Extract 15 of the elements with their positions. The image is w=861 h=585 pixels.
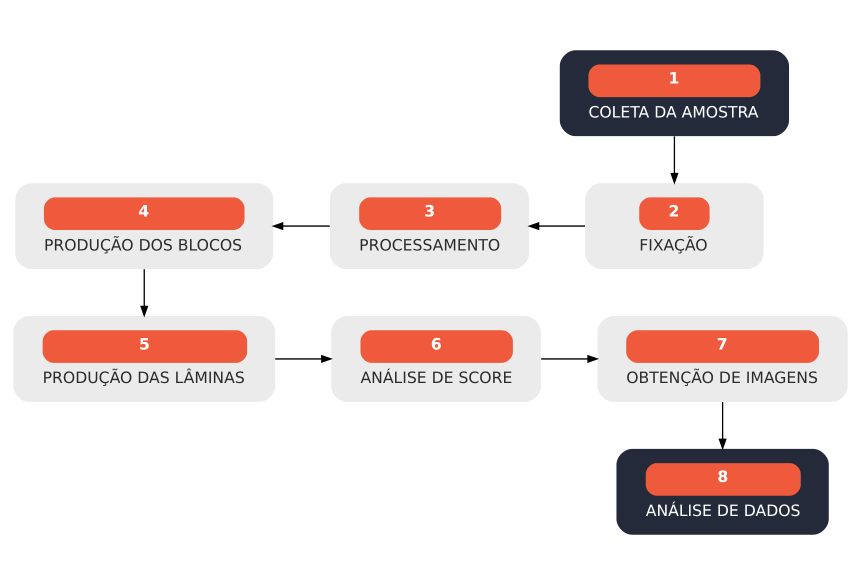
- arrow: [275, 354, 333, 364]
- arrow: [528, 222, 585, 230]
- arrow: [272, 222, 330, 230]
- node-box: 4 PRODUÇÃO DOS BLOCOS: [15, 183, 274, 270]
- arrow: [718, 402, 727, 450]
- arrow: [541, 354, 600, 364]
- arrow: [140, 269, 148, 318]
- arrow: [670, 136, 679, 185]
- node-box: 2 FIXAÇÃO: [585, 183, 764, 270]
- node-box: 1 COLETA DA AMOSTRA: [560, 50, 790, 136]
- node-box: 7 OBTENÇÃO DE IMAGENS: [598, 316, 848, 402]
- node-box: 8 ANÁLISE DE DADOS: [616, 448, 829, 535]
- node-box: 6 ANÁLISE DE SCORE: [331, 316, 541, 402]
- node-box: 5 PRODUÇÃO DAS LÂMINAS: [13, 316, 276, 402]
- node-box: 3 PROCESSAMENTO: [330, 183, 530, 270]
